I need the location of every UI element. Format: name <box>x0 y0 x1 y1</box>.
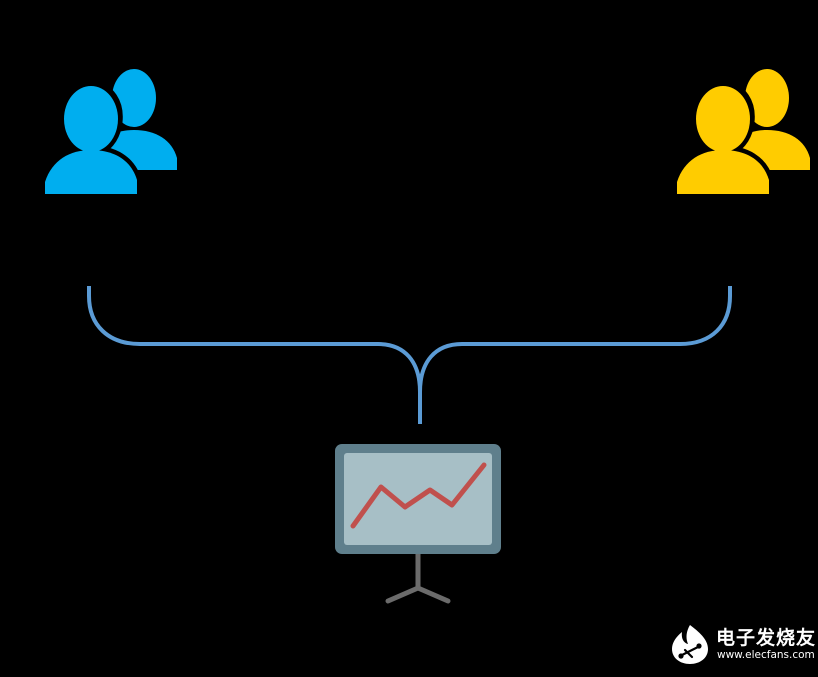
front-user-silhouette <box>40 81 142 199</box>
watermark-name: 电子发烧友 <box>716 627 817 649</box>
users-group-icon-right <box>672 69 810 199</box>
elecfans-logo-icon <box>672 625 708 664</box>
brace-connector <box>87 286 732 424</box>
users-group-icon-left <box>40 69 177 199</box>
board-stand <box>385 545 451 604</box>
watermark-url: www.elecfans.com <box>717 649 815 661</box>
trend-line <box>350 462 487 529</box>
presentation-chart-icon <box>335 444 501 604</box>
front-user-silhouette <box>672 81 774 199</box>
watermark: 电子发烧友 www.elecfans.com <box>668 618 817 670</box>
